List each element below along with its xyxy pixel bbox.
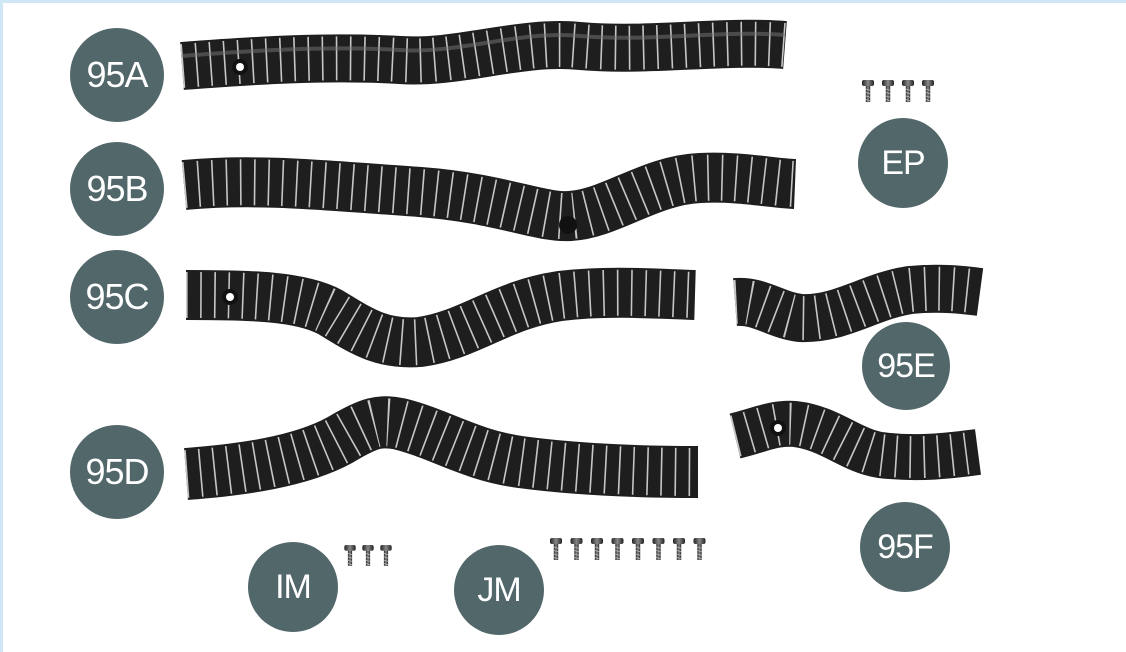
screw-icon xyxy=(632,538,644,560)
screws-im xyxy=(344,545,391,566)
label-95b: 95B xyxy=(70,142,164,236)
hose-95f xyxy=(735,420,978,457)
label-95f: 95F xyxy=(860,502,950,592)
screw-icon xyxy=(550,538,562,560)
hose-95b xyxy=(184,178,795,234)
screws-jm xyxy=(550,538,706,560)
screw-icon xyxy=(380,545,391,566)
hose-95d xyxy=(186,422,698,474)
label-im: IM xyxy=(248,542,338,632)
label-jm: JM xyxy=(454,545,544,635)
label-95e: 95E xyxy=(862,322,950,410)
hose-95c xyxy=(186,289,695,342)
screw-icon xyxy=(362,545,373,566)
screw-icon xyxy=(862,80,874,102)
screws-ep xyxy=(862,80,934,102)
screw-icon xyxy=(591,538,603,560)
screw-icon xyxy=(344,545,355,566)
screw-icon xyxy=(612,538,624,560)
screw-icon xyxy=(694,538,706,560)
hose-95a xyxy=(182,34,785,75)
screw-icon xyxy=(653,538,665,560)
label-ep: EP xyxy=(858,118,948,208)
label-95d: 95D xyxy=(70,425,164,519)
screw-icon xyxy=(922,80,934,102)
label-95a: 95A xyxy=(70,28,164,122)
screw-icon xyxy=(673,538,685,560)
label-95c: 95C xyxy=(70,250,164,344)
screw-icon xyxy=(571,538,583,560)
hose-95e xyxy=(735,289,980,318)
screw-icon xyxy=(902,80,914,102)
hose-hole xyxy=(559,216,577,234)
screw-icon xyxy=(882,80,894,102)
